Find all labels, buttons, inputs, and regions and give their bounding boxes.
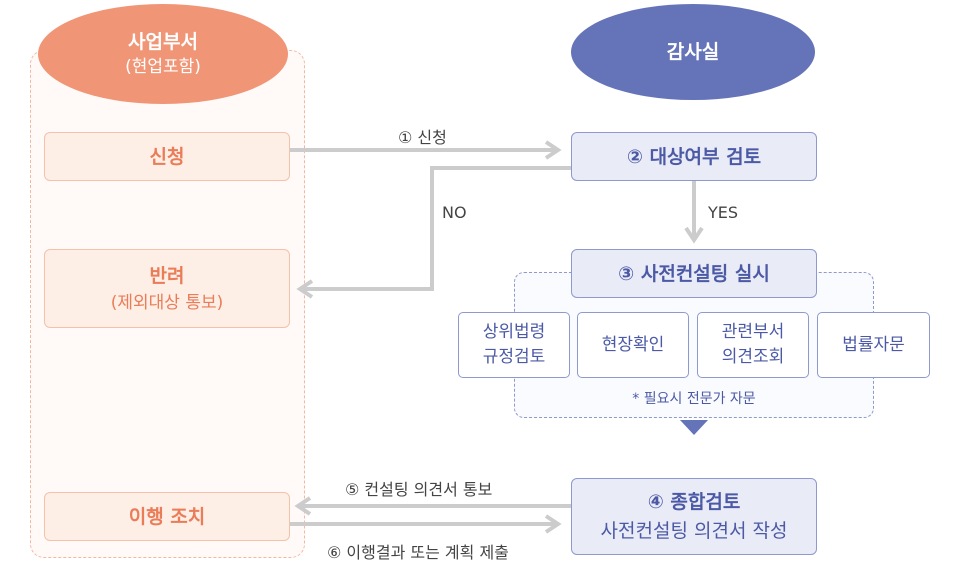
notify-flow-label: ⑤ 컨설팅 의견서 통보 <box>345 480 493 499</box>
action-box-label: 이행 조치 <box>128 505 206 528</box>
apply-arrowhead <box>544 140 562 160</box>
no-flow-label: NO <box>442 203 467 222</box>
reject-box: 반려 (제외대상 통보) <box>44 249 290 328</box>
audit-office-title: 감사실 <box>666 41 720 63</box>
audit-office-header: 감사실 <box>571 4 815 100</box>
final-review-box: ④ 종합검토 사전컨설팅 의견서 작성 <box>571 478 817 555</box>
review-box-label: ② 대상여부 검토 <box>626 145 762 168</box>
submit-flow-label: ⑥ 이행결과 또는 계획 제출 <box>327 543 509 562</box>
subtask-law-review: 상위법령 규정검토 <box>458 312 570 378</box>
subtask-dept-inquiry: 관련부서 의견조회 <box>697 312 809 378</box>
submit-arrowhead <box>544 514 562 534</box>
subtask-site-check: 현장확인 <box>577 312 689 378</box>
business-dept-header: 사업부서 (현업포함) <box>38 4 288 104</box>
expert-advice-note: * 필요시 전문가 자문 <box>632 391 756 407</box>
reject-box-subtitle: (제외대상 통보) <box>110 292 224 313</box>
apply-box-label: 신청 <box>149 145 185 168</box>
apply-flow-label: ① 신청 <box>398 128 447 147</box>
final-review-title: ④ 종합검토 <box>647 490 741 513</box>
business-dept-subtitle: (현업포함) <box>125 57 201 77</box>
subtask-legal-advice: 법률자문 <box>817 312 930 378</box>
reject-box-title: 반려 <box>149 264 185 287</box>
final-review-subtitle: 사전컨설팅 의견서 작성 <box>600 519 788 542</box>
action-box: 이행 조치 <box>44 492 290 541</box>
notify-arrowhead <box>294 496 312 516</box>
review-box: ② 대상여부 검토 <box>571 132 817 181</box>
yes-arrowhead <box>684 226 704 244</box>
no-arrow <box>302 166 571 291</box>
consulting-box-label: ③ 사전컨설팅 실시 <box>618 262 770 285</box>
group-down-triangle <box>680 420 708 435</box>
business-dept-title: 사업부서 <box>128 31 198 53</box>
no-arrowhead <box>296 279 314 299</box>
yes-flow-label: YES <box>708 203 739 222</box>
consulting-box: ③ 사전컨설팅 실시 <box>571 249 817 298</box>
apply-box: 신청 <box>44 132 290 181</box>
